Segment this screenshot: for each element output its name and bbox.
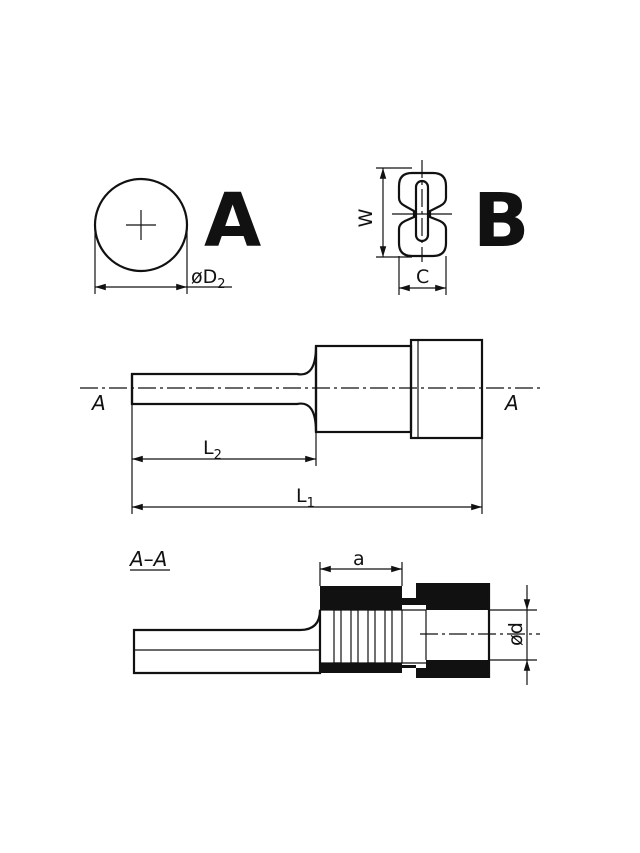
section-mark-right: A bbox=[503, 391, 519, 415]
section-title: A–A bbox=[128, 547, 167, 571]
serration bbox=[367, 609, 376, 664]
serration bbox=[384, 609, 393, 664]
serration bbox=[350, 609, 359, 664]
d2-label: øD2 bbox=[191, 266, 226, 292]
c-label: C bbox=[416, 266, 429, 288]
w-label: W bbox=[355, 208, 377, 227]
serration bbox=[333, 609, 342, 664]
flat-pin-outline bbox=[397, 171, 448, 258]
view-a-round-section: øD2 A bbox=[93, 177, 261, 294]
barrel-wall-top bbox=[320, 583, 489, 610]
d-label: ød bbox=[505, 622, 527, 646]
barrel-wall-bottom bbox=[320, 660, 489, 678]
section-a-a: A–A a ød bbox=[128, 547, 540, 685]
pin-section-solid bbox=[132, 609, 322, 675]
pin-shank bbox=[130, 345, 318, 433]
l2-label: L2 bbox=[203, 437, 222, 463]
crimp-barrel bbox=[314, 344, 413, 434]
insulation-sleeve bbox=[409, 338, 484, 440]
l1-label: L1 bbox=[296, 485, 315, 511]
view-b-label: B bbox=[473, 178, 529, 264]
view-b-flat-section: W C B bbox=[355, 160, 529, 295]
side-view: A A L2 L1 bbox=[80, 338, 540, 514]
a-label: a bbox=[353, 548, 365, 570]
section-mark-left: A bbox=[90, 391, 106, 415]
barrel-bore bbox=[319, 609, 403, 664]
view-a-label: A bbox=[204, 178, 261, 264]
